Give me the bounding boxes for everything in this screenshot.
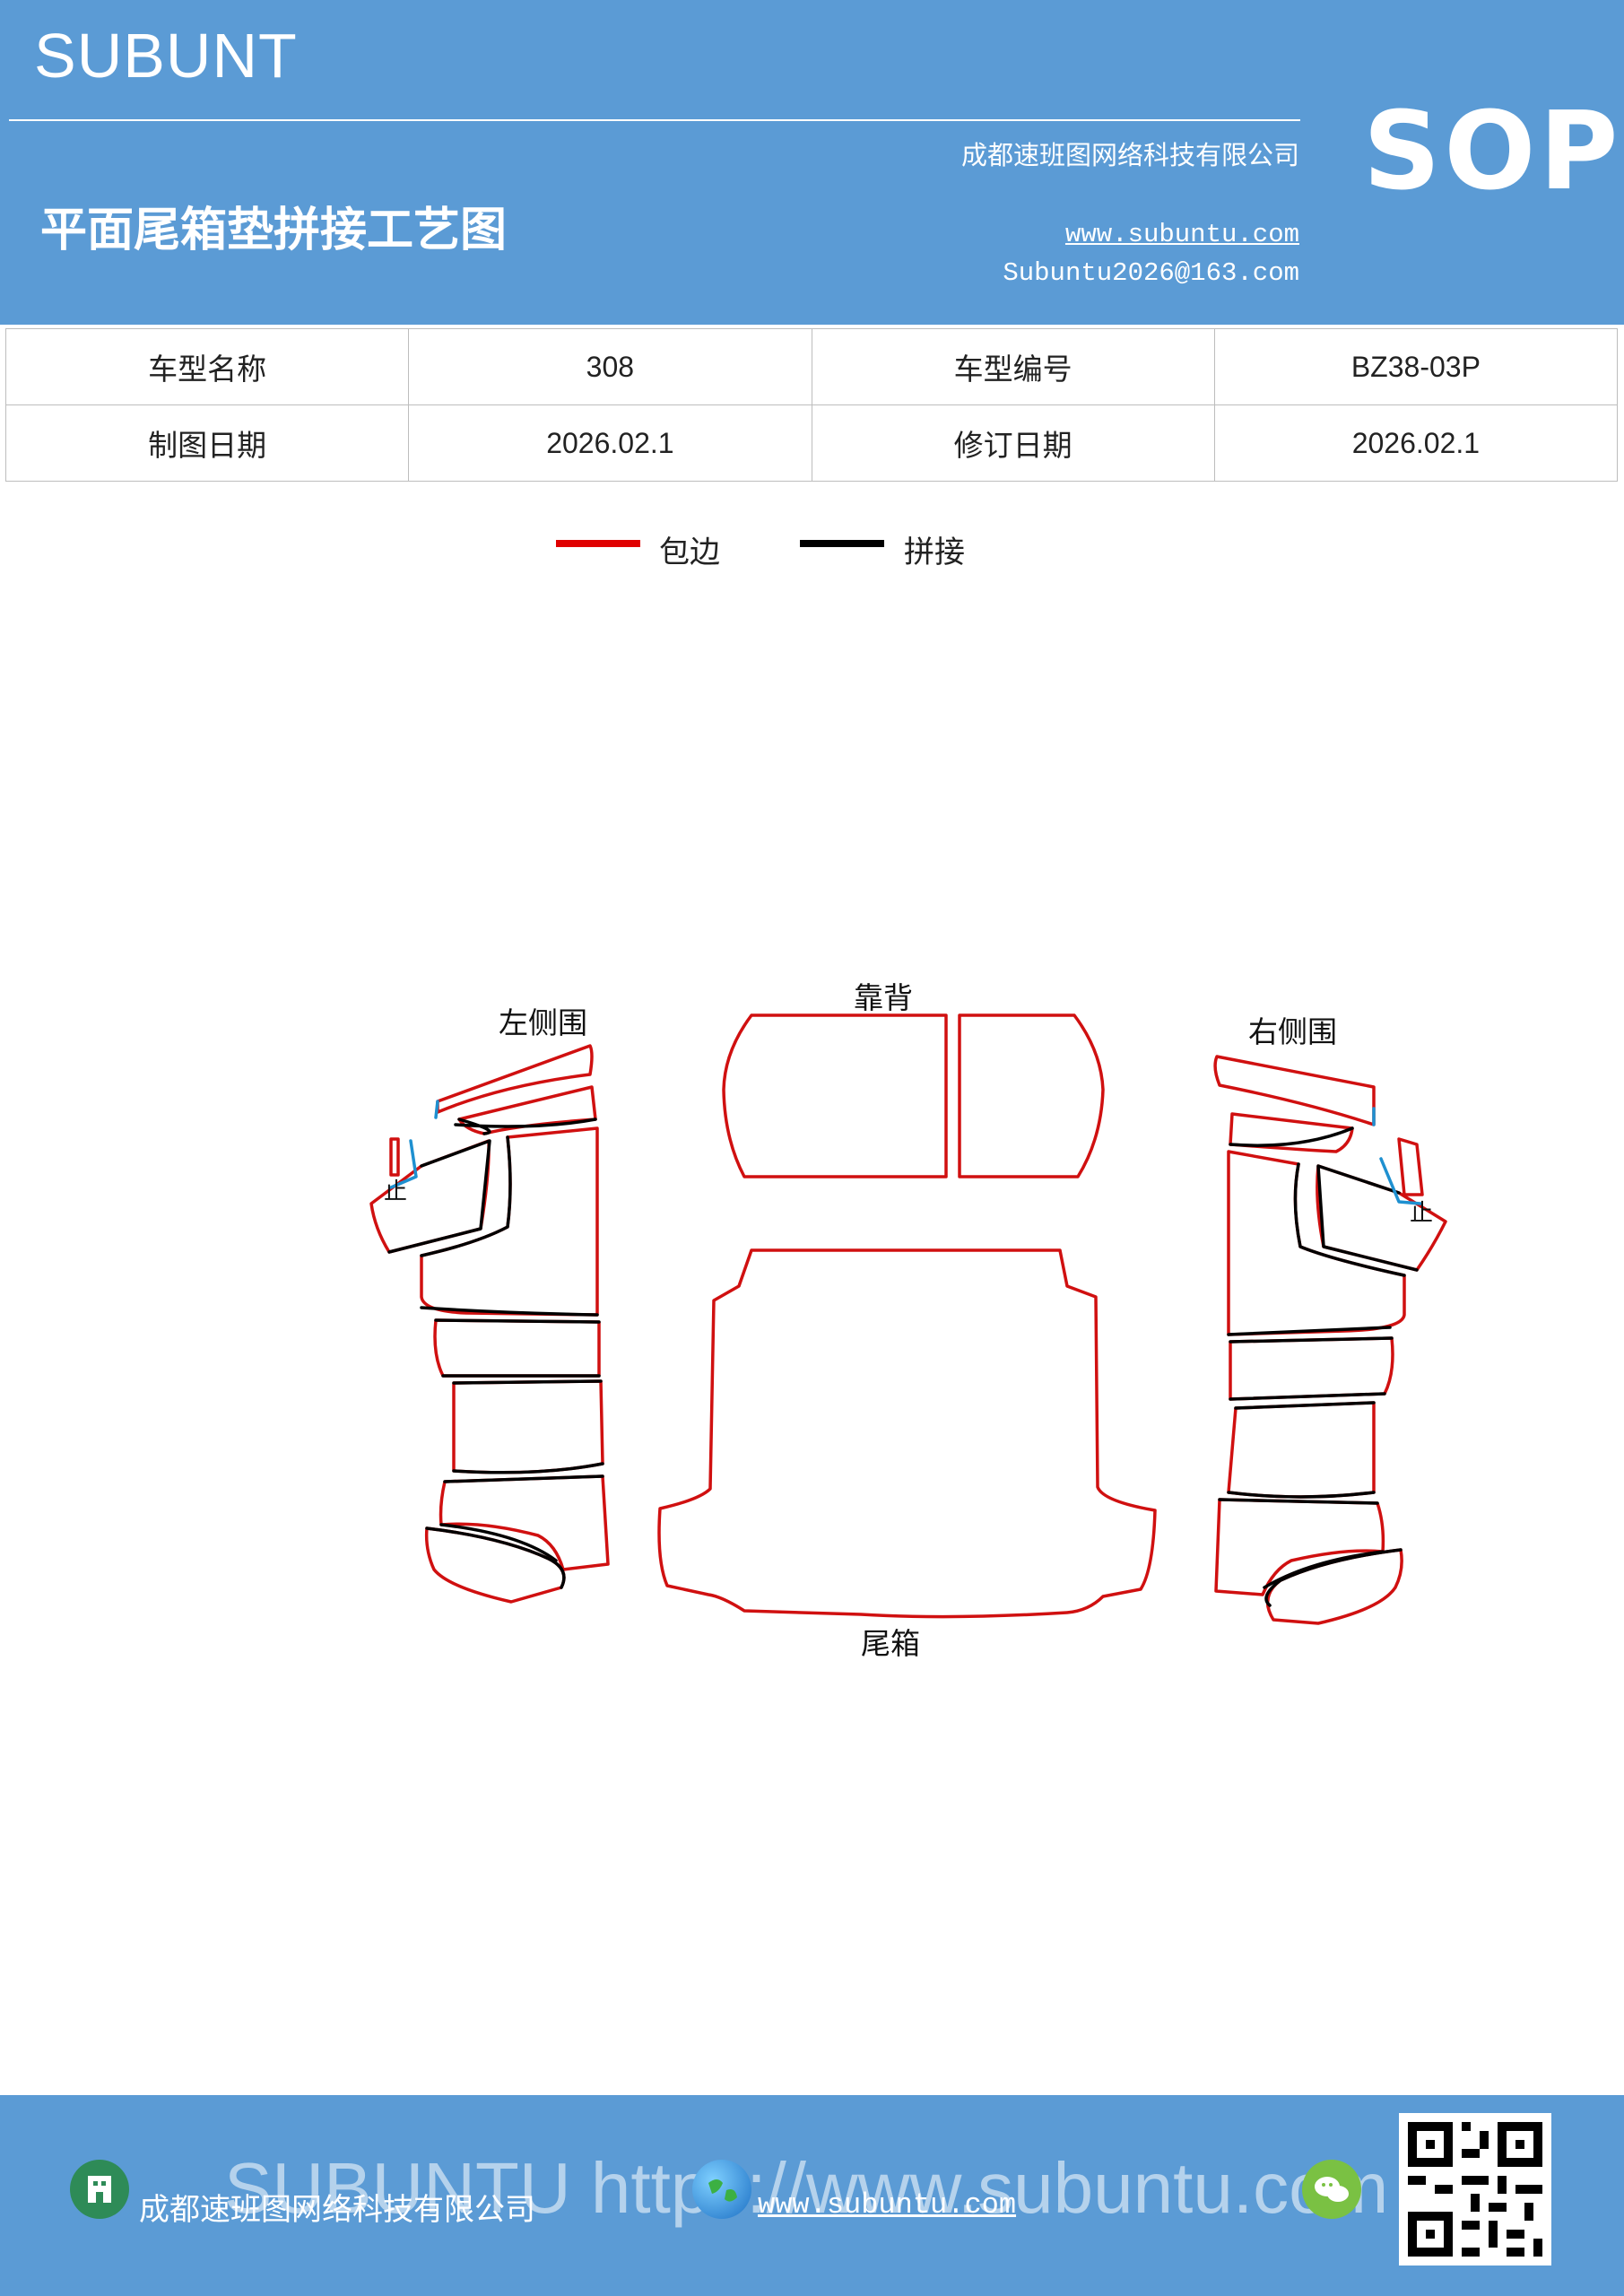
right-side-small-strip	[1397, 1137, 1424, 1196]
right-stop-label: 止	[1410, 1200, 1434, 1227]
left-side-main-seam	[420, 1135, 599, 1317]
email-address: Subuntu2026@163.com	[1003, 258, 1299, 288]
trunk-floor-panel	[657, 1248, 1157, 1619]
doc-type-label: SOP	[1363, 90, 1622, 214]
footer-watermark: SUBUNTU https://www.subuntu.com	[224, 2148, 1389, 2228]
left-side-corner-seam	[387, 1139, 491, 1254]
left-side-small-strip	[389, 1137, 400, 1177]
right-side-band-2-seam	[1227, 1401, 1376, 1499]
backrest-right-panel	[958, 1013, 1105, 1178]
right-side-band-3-seam	[1218, 1498, 1385, 1589]
right-side-top-strip	[1213, 1055, 1376, 1126]
building-icon	[70, 2160, 129, 2219]
model-code-label: 车型编号	[811, 328, 1215, 405]
globe-icon	[692, 2160, 751, 2219]
legend-edge-label: 包边	[659, 535, 720, 570]
left-side-top-strip	[436, 1044, 594, 1114]
header-banner: SUBUNT SOP 平面尾箱垫拼接工艺图 成都速班图网络科技有限公司 www.…	[0, 0, 1624, 325]
qr-code	[1399, 2113, 1551, 2266]
right-side-piece-2-seam	[1229, 1126, 1354, 1147]
right-side-band-2	[1227, 1401, 1376, 1499]
company-name: 成都速班图网络科技有限公司	[960, 140, 1299, 170]
left-side-piece-2-seam	[454, 1118, 597, 1135]
trunk-label: 尾箱	[861, 1626, 920, 1661]
legend: 包边 拼接	[0, 527, 1624, 572]
model-name-label: 车型名称	[4, 328, 410, 405]
left-side-label: 左侧围	[499, 1005, 587, 1040]
backrest-left-panel	[722, 1013, 948, 1178]
header-divider	[9, 119, 1300, 121]
drawing-date-value: 2026.02.1	[408, 404, 812, 482]
footer-company-name: 成都速班图网络科技有限公司	[139, 2192, 535, 2228]
right-side-bottom-seam	[1264, 1548, 1403, 1607]
drawing-date-label: 制图日期	[4, 404, 410, 482]
table-row: 制图日期 2026.02.1 修订日期 2026.02.1	[4, 404, 1619, 482]
legend-seam-label: 拼接	[904, 535, 965, 570]
right-side-band-3	[1214, 1498, 1385, 1596]
left-side-band-2	[452, 1379, 604, 1474]
left-side-band-1-seam	[434, 1318, 601, 1378]
left-side-band-1	[433, 1318, 601, 1378]
backrest-label: 靠背	[854, 980, 913, 1015]
right-side-band-1	[1229, 1336, 1394, 1401]
left-stop-label: 止	[384, 1178, 408, 1205]
left-side-band-2-seam	[452, 1379, 604, 1474]
left-stop-marker	[389, 1100, 439, 1189]
left-side-band-3	[439, 1474, 610, 1571]
footer-website-link[interactable]: www.subuntu.com	[758, 2188, 1017, 2222]
trunk-mat-diagram: 左侧围 靠背 右侧围 尾箱 止 止	[0, 942, 1624, 1713]
page-title: 平面尾箱垫拼接工艺图	[40, 204, 508, 257]
right-side-corner-seam	[1316, 1164, 1419, 1272]
left-side-bottom-seam	[425, 1526, 566, 1589]
vehicle-info-table: 车型名称 308 车型编号 BZ38-03P 制图日期 2026.02.1 修订…	[4, 328, 1619, 482]
left-side-band-3-seam	[439, 1474, 604, 1562]
website-link[interactable]: www.subuntu.com	[1064, 220, 1299, 249]
legend-edge-swatch	[556, 540, 640, 547]
wechat-icon	[1302, 2160, 1361, 2219]
table-row: 车型名称 308 车型编号 BZ38-03P	[4, 328, 1619, 405]
model-code-value: BZ38-03P	[1213, 328, 1619, 405]
revision-date-label: 修订日期	[811, 404, 1215, 482]
revision-date-value: 2026.02.1	[1213, 404, 1619, 482]
right-side-label: 右侧围	[1248, 1014, 1337, 1049]
legend-seam-swatch	[800, 540, 884, 547]
right-stop-marker	[1372, 1107, 1422, 1205]
brand-name: SUBUNT	[34, 21, 298, 91]
footer-banner: SUBUNTU https://www.subuntu.com 成都速班图网络科…	[0, 2095, 1624, 2296]
right-side-main-seam	[1227, 1162, 1406, 1336]
model-name-value: 308	[408, 328, 812, 405]
diagram-svg	[369, 1013, 1447, 1625]
right-side-band-1-seam	[1229, 1336, 1394, 1401]
